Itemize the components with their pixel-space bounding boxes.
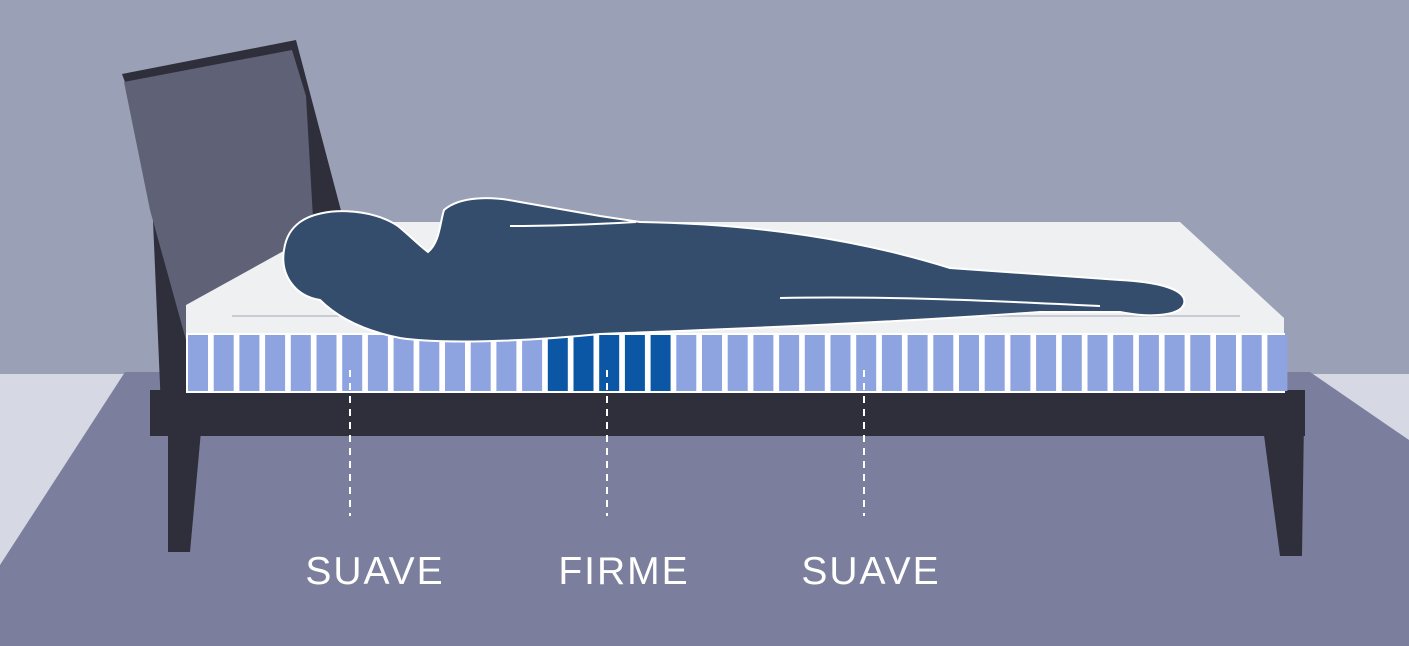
coil-soft	[290, 335, 311, 391]
coil-soft	[419, 335, 440, 391]
coil-firm	[624, 335, 645, 391]
coil-soft	[213, 335, 234, 391]
coil-soft	[856, 335, 877, 391]
coil-soft	[779, 335, 800, 391]
coil-soft	[804, 335, 825, 391]
person-silhouette	[282, 197, 1186, 343]
coil-soft	[1087, 335, 1108, 391]
coil-soft	[522, 335, 543, 391]
coil-soft	[676, 335, 697, 391]
bed-leg-back	[1262, 420, 1304, 556]
bed-leg-front	[168, 420, 202, 552]
coil-soft	[1267, 335, 1288, 391]
coil-soft	[984, 335, 1005, 391]
coil-soft	[239, 335, 260, 391]
coil-soft	[830, 335, 851, 391]
coil-soft	[188, 335, 208, 391]
coil-soft	[367, 335, 388, 391]
zone-label-soft-head: SUAVE	[305, 550, 445, 593]
coil-soft	[1010, 335, 1031, 391]
coil-soft	[393, 335, 414, 391]
coil-soft	[316, 335, 337, 391]
zone-label-firm-middle: FIRME	[558, 550, 690, 593]
coil-soft	[1138, 335, 1159, 391]
coil-soft	[1164, 335, 1185, 391]
coil-soft	[907, 335, 928, 391]
coil-soft	[342, 335, 363, 391]
person-arm-line	[509, 221, 637, 227]
coil-soft	[753, 335, 774, 391]
spring-coils	[188, 335, 1288, 391]
coil-soft	[1190, 335, 1211, 391]
coil-soft	[496, 335, 517, 391]
coil-soft	[1241, 335, 1262, 391]
coil-soft	[265, 335, 286, 391]
coil-firm	[573, 335, 594, 391]
rug	[0, 372, 1409, 646]
coil-firm	[599, 335, 620, 391]
coil-soft	[881, 335, 902, 391]
coil-soft	[445, 335, 465, 391]
coil-soft	[702, 335, 722, 391]
coil-soft	[933, 335, 954, 391]
zone-indicators	[349, 370, 865, 516]
coil-soft	[959, 335, 979, 391]
person-leg-line	[779, 296, 1101, 307]
coil-soft	[1113, 335, 1134, 391]
coil-soft	[727, 335, 748, 391]
coil-soft	[1216, 335, 1236, 391]
coil-soft	[1061, 335, 1082, 391]
coil-firm	[650, 335, 671, 391]
coil-firm	[547, 335, 568, 391]
bed-rail	[150, 390, 1305, 436]
coil-soft	[470, 335, 491, 391]
coil-soft	[1036, 335, 1057, 391]
zone-label-soft-feet: SUAVE	[801, 550, 941, 593]
